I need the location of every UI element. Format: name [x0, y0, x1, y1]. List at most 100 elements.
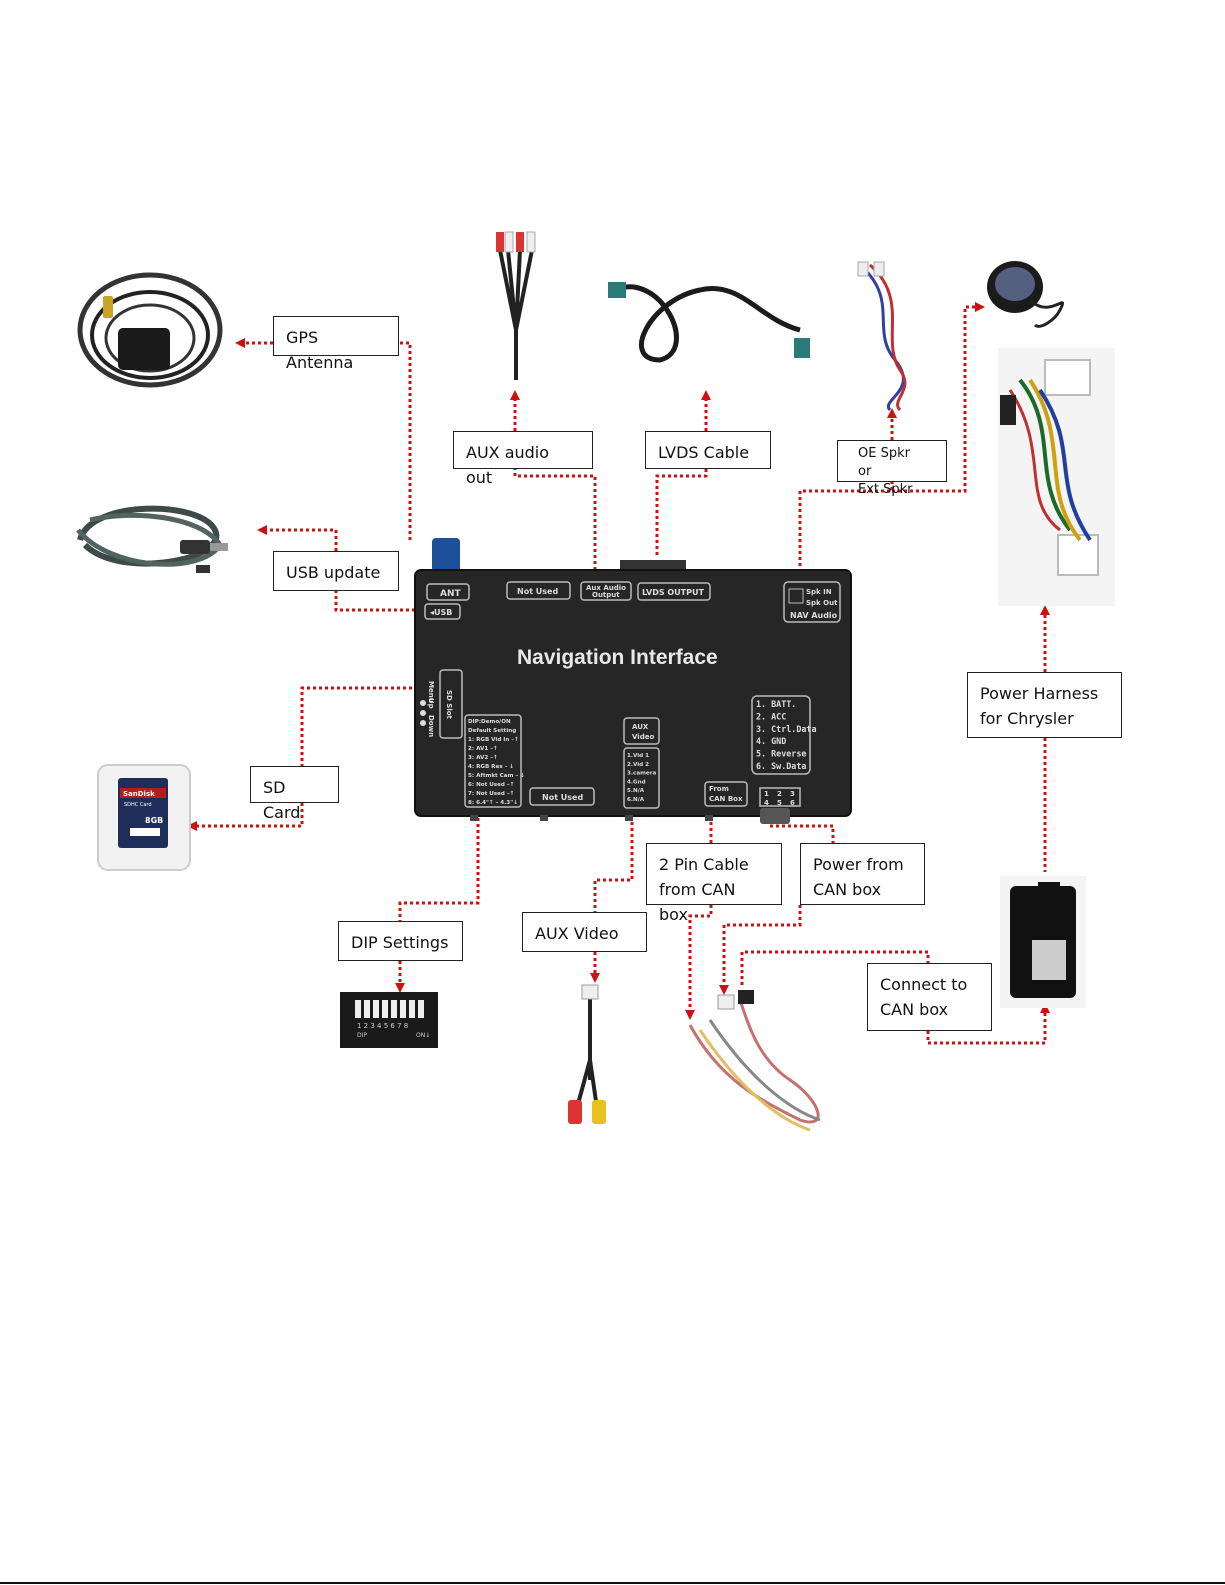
dip-switch-4 — [382, 1000, 388, 1018]
connector-sd-line — [300, 686, 418, 768]
dip-switch-6 — [400, 1000, 406, 1018]
rca-video-cable-icon — [568, 984, 606, 1124]
side-label-2: Menu — [427, 681, 435, 703]
port-usb: ◂USB — [430, 608, 452, 617]
dip-switch-5 — [391, 1000, 397, 1018]
dip-line-3: 1: RGB Vid In –↑ — [468, 736, 519, 743]
dip-numbers-text: 1 2 3 4 5 6 7 8 — [357, 1022, 408, 1030]
connector-gps-puck-line — [892, 302, 985, 493]
navigation-interface-box: Navigation Interface ANT ◂USB Not Used A… — [414, 538, 852, 824]
port-nav-audio: NAV Audio — [790, 611, 838, 620]
lvds-cable-icon — [608, 282, 810, 363]
aux-pin-4: 4.Gnd — [627, 779, 646, 785]
power-pin-2: 2. ACC — [756, 711, 786, 721]
side-label-1: SD Slot — [445, 690, 453, 720]
label-aux-audio-out: AUX audio out — [453, 431, 593, 487]
dip-block: DIP:Demo/ON Default Setting 1: RGB Vid In … — [468, 719, 525, 806]
port-spk-out: Spk Out — [806, 599, 838, 607]
connector-pin-5: 5 — [777, 799, 782, 807]
aux-pin-2: 2.Vid 2 — [627, 762, 649, 768]
power-harness-icon — [998, 348, 1115, 606]
sd-size-text: 8GB — [145, 816, 163, 825]
connector-pin-4: 4 — [764, 799, 769, 807]
aux-pin-1: 1.Vid 1 — [627, 753, 649, 759]
connector-spkr-line — [798, 482, 894, 566]
aux-pin-6: 6.N/A — [627, 797, 645, 803]
label-connect-can: Connect to CAN box — [867, 963, 992, 1031]
connector-power-can-line — [770, 824, 835, 843]
power-pins: 1. BATT. 2. ACC 3. Ctrl.Data 4. GND 5. Rever… — [756, 699, 817, 771]
label-power-from-can: Power from CAN box — [800, 843, 925, 905]
connector-aux-video-line — [593, 822, 634, 912]
connector-pin-1: 1 — [764, 790, 769, 798]
power-pin-5: 5. Reverse — [756, 749, 806, 759]
label-lvds-cable: LVDS Cable — [645, 431, 771, 469]
power-pin-3: 3. Ctrl.Data — [756, 724, 817, 734]
device-title: Navigation Interface — [517, 646, 718, 669]
dip-switch-3 — [373, 1000, 379, 1018]
label-power-harness: Power Harness for Chrysler — [967, 672, 1122, 738]
dip-label-text: DIP — [357, 1032, 367, 1039]
label-dip-settings: DIP Settings — [338, 921, 463, 961]
power-pin-6: 6. Sw.Data — [756, 761, 806, 771]
power-pin-1: 1. BATT. — [756, 699, 796, 709]
dip-line-10: 8: 6.4"↑ – 4.3"↓ — [468, 799, 518, 806]
side-label-4: Down — [427, 715, 435, 737]
side-label-3: Up — [427, 698, 435, 709]
aux-pin-5: 5.N/A — [627, 788, 645, 794]
dip-line-8: 6: Not Used –↑ — [468, 781, 514, 788]
port-lvds: LVDS OUTPUT — [642, 588, 704, 597]
dip-switch-8 — [418, 1000, 424, 1018]
connector-lvds-line — [655, 469, 708, 555]
gps-puck-icon — [987, 261, 1065, 328]
page-bottom-rule — [0, 1582, 1225, 1584]
dip-line-9: 7: Not Used –↑ — [468, 790, 514, 797]
aux-video-pins: 1.Vid 1 2.Vid 2 3.camera 4.Gnd 5.N/A 6.N/A — [627, 753, 656, 803]
dip-line-7: 5: Aftmkt Cam – ↓ — [468, 772, 525, 779]
connector-pin-2: 2 — [777, 790, 782, 798]
aux-pin-3: 3.camera — [627, 771, 656, 777]
port-ant: ANT — [440, 589, 461, 599]
label-oe-spkr: OE Spkr or Ext Spkr — [837, 440, 947, 497]
label-pin-cable: 2 Pin Cable from CAN box — [646, 843, 782, 924]
dip-switch-2 — [364, 1000, 370, 1018]
dip-line-1: DIP:Demo/ON — [468, 719, 511, 725]
usb-cable-icon — [76, 505, 228, 573]
gps-antenna-icon — [77, 272, 223, 388]
port-not-used-bottom: Not Used — [542, 793, 583, 802]
connector-pin-6: 6 — [790, 799, 795, 807]
sd-type-text: SDHC Card — [124, 802, 152, 808]
can-cable-icon — [688, 990, 821, 1132]
dip-line-2: Default Setting — [468, 728, 516, 734]
connector-aux-audio-line — [513, 469, 597, 570]
dip-switch-icon: 1 2 3 4 5 6 7 8 DIP ON↓ — [340, 992, 438, 1048]
label-usb-update: USB update — [273, 551, 399, 591]
dip-line-6: 4: RGB Res – ↓ — [468, 763, 514, 770]
port-not-used: Not Used — [517, 587, 558, 596]
dip-line-4: 2: AV1 –↑ — [468, 745, 498, 752]
dip-switch-7 — [409, 1000, 415, 1018]
rca-audio-cable-icon — [496, 231, 536, 380]
connector-gps-line — [399, 341, 412, 540]
connector-can-box-line — [740, 950, 930, 985]
connector-pin-3: 3 — [790, 790, 795, 798]
antenna-connector-icon — [432, 538, 460, 572]
label-aux-video: AUX Video — [522, 912, 647, 952]
sd-card-icon: SanDisk SDHC Card 8GB — [97, 764, 191, 871]
dip-on-text: ON↓ — [416, 1032, 430, 1039]
label-gps-antenna: GPS Antenna — [273, 316, 399, 372]
sd-brand-text: SanDisk — [123, 790, 155, 798]
dip-switch-1 — [355, 1000, 361, 1018]
label-sd-card: SD Card — [250, 766, 339, 822]
connector-usb-line — [334, 590, 415, 612]
can-box-icon — [1000, 876, 1086, 1008]
dip-line-5: 3: AV2 –↑ — [468, 754, 498, 761]
power-pin-4: 4. GND — [756, 736, 786, 746]
speaker-wire-icon — [857, 261, 907, 412]
